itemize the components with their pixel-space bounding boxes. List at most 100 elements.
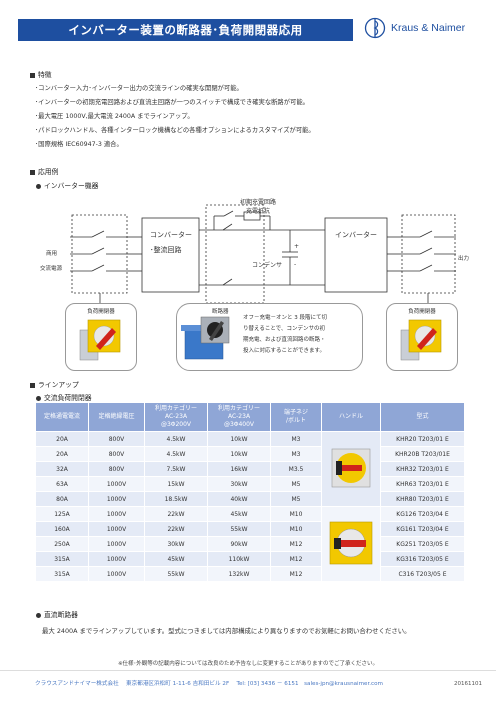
rectifier-label: ･整流回路 <box>150 246 182 254</box>
cell-model: KG251 T203/05 E <box>380 536 465 552</box>
col-rated-voltage: 定格絶縁電圧 <box>88 402 145 432</box>
cell-model: KG316 T203/05 E <box>380 551 465 567</box>
cell-ac23a-400v: 30kW <box>207 476 271 492</box>
ac-power-label: 交流電源 <box>40 266 63 272</box>
output-label: 出力 <box>458 256 470 262</box>
charge-resistor-label: 充電抵抗 <box>246 208 271 215</box>
cell-ac23a-400v: 132kW <box>207 566 271 582</box>
cell-model: KHR20 T203/01 E <box>380 431 465 447</box>
features-heading: 特徴 <box>30 69 52 79</box>
cell-rated-current: 160A <box>35 521 89 537</box>
handle-icon <box>331 448 371 488</box>
cell-ac23a-200v: 4.5kW <box>144 446 208 462</box>
initial-charge-label: 初期充電回路 <box>240 199 277 206</box>
cell-ac23a-200v: 7.5kW <box>144 461 208 477</box>
handle-icon <box>329 521 373 565</box>
load-switch-left-label: 負荷開閉器 <box>87 309 115 315</box>
converter-label: コンバーター <box>150 231 192 239</box>
cell-ac23a-400v: 110kW <box>207 551 271 567</box>
cell-rated-current: 63A <box>35 476 89 492</box>
load-switch-callout-right: 負荷開閉器 <box>386 303 458 371</box>
col-terminal: 端子ネジ /ボルト <box>270 402 322 432</box>
disconnector-description: オフ－充電－オンと 3 段階にて切 り替えることで、コンデンサの初 期充電、およ… <box>243 315 327 354</box>
cell-ac23a-200v: 22kW <box>144 521 208 537</box>
cell-ac23a-200v: 22kW <box>144 506 208 522</box>
commercial-label: 商用 <box>46 251 58 257</box>
cell-ac23a-400v: 10kW <box>207 431 271 447</box>
cell-ac23a-200v: 4.5kW <box>144 431 208 447</box>
cell-model: KG161 T203/04 E <box>380 521 465 537</box>
handle-image-cell <box>321 431 381 507</box>
cell-ac23a-400v: 40kW <box>207 491 271 507</box>
lineup-table: 定格通電電流 定格絶縁電圧 利用カテゴリー AC-23A @3Φ200V 利用カ… <box>35 402 465 582</box>
capacitor-plus: + <box>294 243 300 250</box>
company-info: クラウスアンドナイマー株式会社 東京都港区浜松町 1-11-6 吉和田ビル 2F… <box>35 681 383 687</box>
col-handle: ハンドル <box>321 402 381 432</box>
brand-logo: Kraus & Naimer <box>364 16 465 40</box>
cell-rated-current: 250A <box>35 536 89 552</box>
cell-ac23a-400v: 90kW <box>207 536 271 552</box>
document-date: 20161101 <box>454 681 482 687</box>
cell-terminal: M3 <box>270 431 322 447</box>
cell-model: C316 T203/05 E <box>380 566 465 582</box>
cell-terminal: M3 <box>270 446 322 462</box>
cell-rated-voltage: 1000V <box>88 491 145 507</box>
lineup-subheading: 交流負荷開閉器 <box>36 392 92 402</box>
cell-rated-current: 315A <box>35 551 89 567</box>
cell-ac23a-200v: 45kW <box>144 551 208 567</box>
cell-rated-voltage: 1000V <box>88 476 145 492</box>
cell-ac23a-400v: 45kW <box>207 506 271 522</box>
feature-item: ･最大電圧 1000V,最大電流 2400A までラインアップ。 <box>35 113 194 120</box>
page-header: インバーター装置の断路器･負荷開閉器応用 Kraus & Naimer <box>0 0 496 42</box>
cell-ac23a-200v: 30kW <box>144 536 208 552</box>
cell-terminal: M5 <box>270 476 322 492</box>
cell-rated-voltage: 1000V <box>88 506 145 522</box>
cell-rated-voltage: 800V <box>88 431 145 447</box>
cell-terminal: M10 <box>270 506 322 522</box>
cell-terminal: M5 <box>270 491 322 507</box>
page-title: インバーター装置の断路器･負荷開閉器応用 <box>18 19 353 41</box>
col-model: 型式 <box>380 402 465 432</box>
feature-item: ･コンバーター入力･インバーター出力の交流ラインの確実な開閉が可能。 <box>35 85 243 92</box>
capacitor-minus: - <box>294 261 297 268</box>
table-header-row: 定格通電電流 定格絶縁電圧 利用カテゴリー AC-23A @3Φ200V 利用カ… <box>35 402 465 432</box>
converter-block <box>141 217 200 293</box>
col-rated-current: 定格通電電流 <box>35 402 89 432</box>
cell-rated-voltage: 800V <box>88 446 145 462</box>
cell-model: KHR80 T203/01 E <box>380 491 465 507</box>
load-switch-photo-right <box>400 319 442 361</box>
cell-rated-current: 32A <box>35 461 89 477</box>
cell-rated-current: 80A <box>35 491 89 507</box>
cell-terminal: M12 <box>270 551 322 567</box>
dc-description: 最大 2400A までラインアップしています。型式につきましては内部構成により異… <box>42 627 411 635</box>
handle-image-cell <box>321 506 381 582</box>
cell-terminal: M3.5 <box>270 461 322 477</box>
cell-rated-current: 315A <box>35 566 89 582</box>
cell-rated-voltage: 1000V <box>88 536 145 552</box>
footnote: ※仕様･外観等の記載内容については改良のため予告なしに変更することがありますので… <box>117 661 379 667</box>
feature-item: ･国際規格 IEC60947-3 適合。 <box>35 141 123 148</box>
cell-rated-current: 20A <box>35 446 89 462</box>
cell-rated-voltage: 1000V <box>88 551 145 567</box>
cell-terminal: M12 <box>270 536 322 552</box>
cell-rated-voltage: 800V <box>88 461 145 477</box>
brand-name: Kraus & Naimer <box>391 22 466 34</box>
col-ac23a-400v: 利用カテゴリー AC-23A @3Φ400V <box>207 402 271 432</box>
cell-model: KHR20B T203/01E <box>380 446 465 462</box>
load-switch-right-label: 負荷開閉器 <box>408 309 436 315</box>
brand-logo-icon <box>364 17 386 39</box>
feature-item: ･パドロックハンドル、各種インターロック機構などの各種オプションによるカスタマイ… <box>35 127 315 134</box>
cell-ac23a-200v: 15kW <box>144 476 208 492</box>
lineup-heading: ラインアップ <box>30 379 79 389</box>
cell-rated-current: 20A <box>35 431 89 447</box>
cell-terminal: M12 <box>270 566 322 582</box>
inverter-block <box>324 217 388 293</box>
